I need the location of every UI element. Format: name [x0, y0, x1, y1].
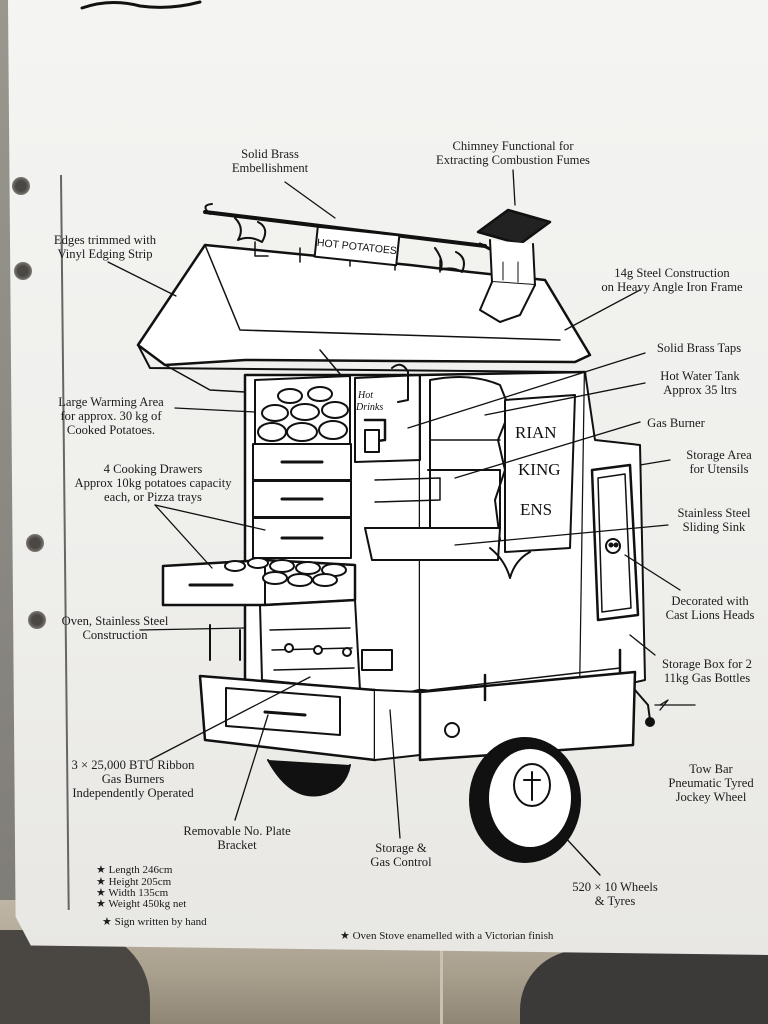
- label-lions-heads: Decorated with Cast Lions Heads: [665, 594, 755, 622]
- label-steel-construction: 14g Steel Construction on Heavy Angle Ir…: [601, 266, 743, 294]
- punch-hole: [14, 262, 32, 280]
- chimney: [476, 208, 552, 323]
- spec-height: ★ Height 205cm: [96, 876, 172, 888]
- label-stainless-sink: Stainless Steel Sliding Sink: [677, 506, 751, 534]
- rear-wheel: [267, 759, 351, 797]
- roof: [136, 243, 592, 393]
- label-solid-brass-embellishment: Solid Brass Embellishment: [231, 147, 309, 175]
- cooking-drawers: [161, 443, 357, 607]
- label-cooking-drawers: 4 Cooking Drawers Approx 10kg potatoes c…: [74, 462, 232, 504]
- spec-weight: ★ Weight 450kg net: [96, 898, 187, 910]
- label-warming-area: Large Warming Area for approx. 30 kg of …: [58, 395, 164, 437]
- label-storage-gas-control: Storage & Gas Control: [370, 841, 432, 869]
- side-sign-line-1: RIAN: [515, 423, 557, 442]
- label-burners: 3 × 25,000 BTU Ribbon Gas Burners Indepe…: [71, 758, 195, 800]
- label-chimney: Chimney Functional for Extracting Combus…: [436, 139, 590, 167]
- side-sign-line-2: KING: [518, 460, 561, 479]
- label-oven: Oven, Stainless Steel Construction: [61, 614, 169, 642]
- hot-drinks-line-1: Hot: [357, 390, 373, 401]
- label-edges-trimmed: Edges trimmed with Vinyl Edging Strip: [53, 233, 157, 261]
- side-sign: [489, 394, 576, 579]
- shoe-right: [520, 950, 768, 1024]
- leader-lines: [107, 169, 696, 876]
- punch-hole: [26, 534, 44, 552]
- tow-bar: [634, 689, 655, 727]
- hot-drinks-line-2: Drinks: [355, 402, 383, 413]
- label-storage-box: Storage Box for 2 11kg Gas Bottles: [662, 657, 752, 685]
- label-solid-brass-taps: Solid Brass Taps: [656, 341, 742, 355]
- punch-hole: [28, 611, 46, 629]
- signboard: [313, 225, 401, 267]
- warming-area: [254, 375, 351, 447]
- label-gas-burner: Gas Burner: [647, 416, 705, 430]
- oven-burners: [209, 599, 393, 691]
- label-hot-water-tank: Hot Water Tank Approx 35 ltrs: [660, 369, 740, 397]
- front-wheel: [469, 737, 581, 863]
- punch-hole: [12, 177, 30, 195]
- storage-door: [590, 463, 640, 622]
- spec-width: ★ Width 135cm: [96, 887, 169, 899]
- base-box: [198, 648, 637, 762]
- label-tow-bar: Tow Bar Pneumatic Tyred Jockey Wheel: [668, 762, 754, 804]
- spec-length: ★ Length 246cm: [96, 864, 173, 876]
- floor-tile-seam: [440, 935, 443, 1024]
- footer-note: ★ Oven Stove enamelled with a Victorian …: [340, 930, 554, 942]
- side-sign-line-3: ENS: [520, 500, 552, 519]
- top-scribble: [80, 0, 202, 10]
- hot-water-tank: [354, 363, 421, 463]
- label-plate-bracket: Removable No. Plate Bracket: [183, 824, 291, 852]
- label-wheels: 520 × 10 Wheels & Tyres: [572, 880, 658, 908]
- label-storage-utensils: Storage Area for Utensils: [686, 448, 752, 476]
- oven-interior: [364, 376, 511, 561]
- spec-sign-written: ★ Sign written by hand: [102, 916, 207, 928]
